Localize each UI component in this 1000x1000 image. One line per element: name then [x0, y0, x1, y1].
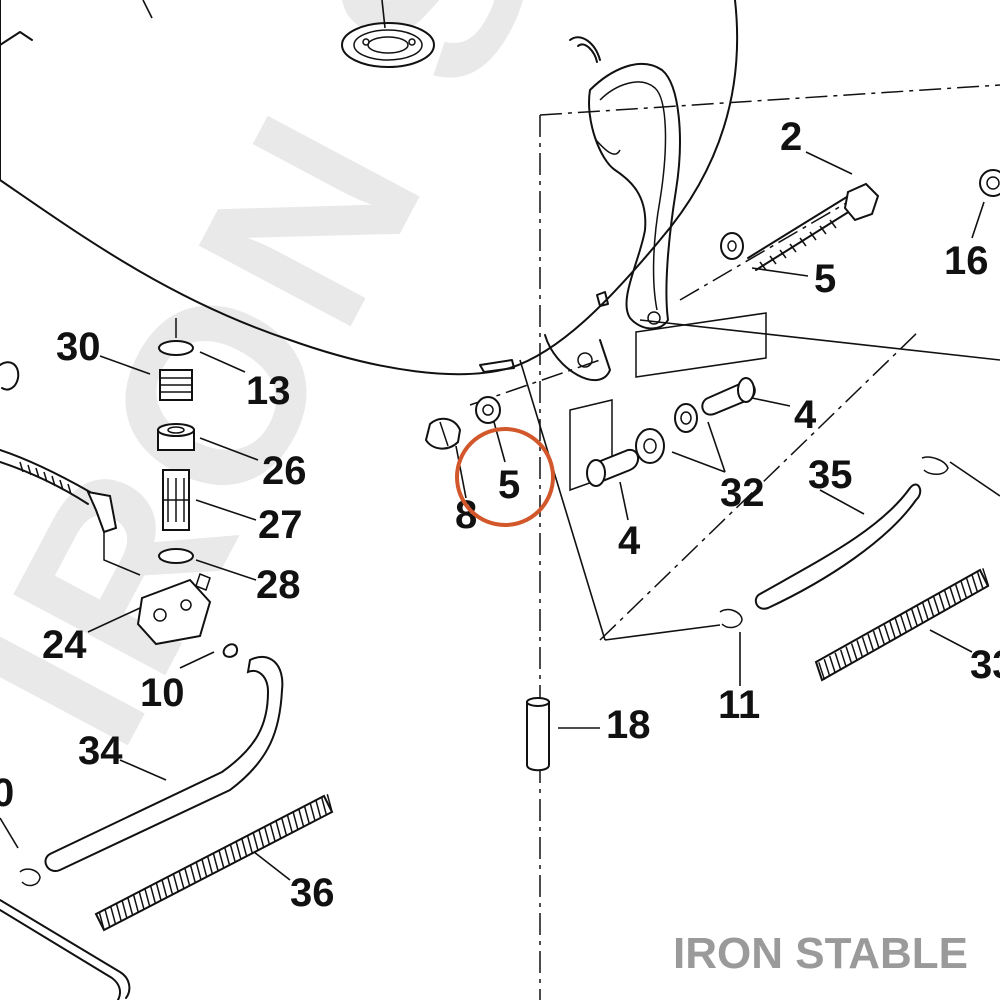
hose-part-34: [44, 655, 284, 872]
grommet-kit-panel: [569, 312, 767, 492]
callout-13: 13: [246, 369, 291, 413]
callouts: 2 5 16 30 13 26 27 28 24 10 5 8 4 4 32 3…: [0, 115, 1000, 915]
tank-bracket: [588, 62, 681, 330]
callout-8: 8: [455, 493, 477, 537]
callout-34: 34: [78, 729, 123, 773]
callout-33: 33: [970, 643, 1000, 687]
spring-part-36: [94, 794, 334, 932]
callout-2: 2: [780, 115, 802, 159]
acorn-nut-part-8: [424, 417, 462, 450]
fuel-line-part-35: [719, 456, 949, 629]
callout-16: 16: [944, 239, 989, 283]
spring-part-33: [814, 568, 990, 682]
callout-18: 18: [606, 703, 651, 747]
clamp-part-20: [19, 868, 41, 887]
callout-32: 32: [720, 471, 765, 515]
callout-35: 35: [808, 453, 853, 497]
axis-lines: [469, 84, 1000, 1000]
callout-30: 30: [56, 325, 101, 369]
clip-part-16: [979, 169, 1000, 197]
callout-5-highlighted: 5: [498, 463, 520, 507]
callout-5-upper: 5: [814, 257, 836, 301]
callout-10: 10: [140, 671, 185, 715]
sleeve-part-18: [526, 697, 550, 772]
fuel-tank: [0, 0, 739, 382]
callout-20-partial: 0: [0, 771, 14, 815]
watermark: IRON STABLE: [0, 0, 1000, 785]
washer-part-5-highlighted: [475, 396, 501, 424]
callout-26: 26: [262, 449, 307, 493]
bolt-part-2: [747, 182, 880, 271]
vacuum-line: [0, 361, 141, 576]
highlight-circle: [455, 427, 555, 527]
callout-27: 27: [258, 503, 303, 547]
callout-4-lower: 4: [618, 519, 641, 563]
washer-part-5-upper: [720, 232, 744, 260]
iron-stable-logo: IRON STABLE: [673, 929, 968, 978]
callout-36: 36: [290, 871, 335, 915]
callout-24: 24: [42, 623, 87, 667]
leader-lines: [0, 151, 1000, 881]
bracket-lower-left: [0, 899, 131, 1000]
petcock-assembly: [136, 318, 238, 658]
callout-28: 28: [256, 563, 301, 607]
watermark-text: IRON STABLE: [0, 0, 1000, 785]
callout-11: 11: [718, 683, 760, 727]
callout-4-upper: 4: [794, 393, 817, 437]
